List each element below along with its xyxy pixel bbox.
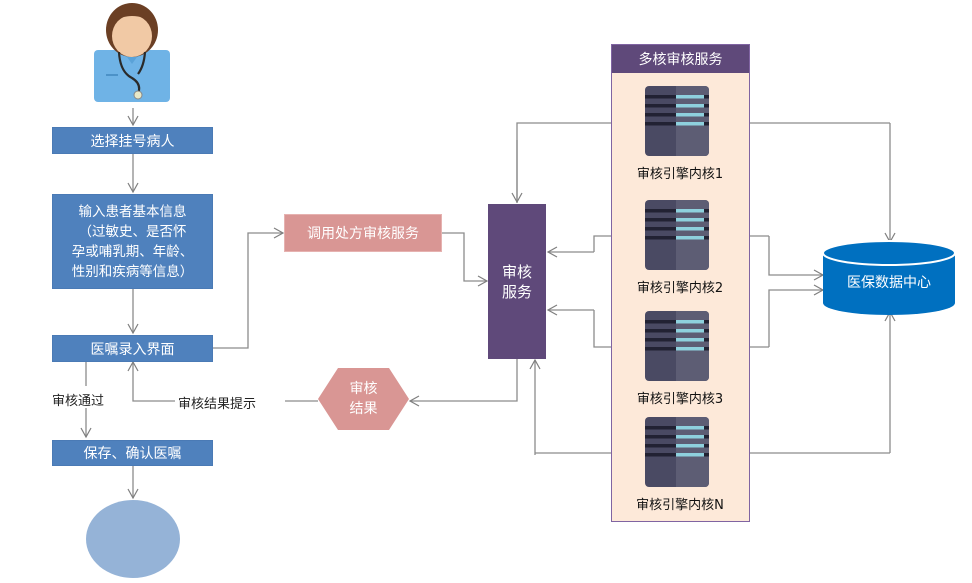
multicore-title: 多核审核服务 <box>612 45 749 73</box>
audit-service-line-2: 服务 <box>501 282 532 301</box>
server-icon <box>645 311 709 381</box>
audit-result-line-1: 审核 <box>349 381 378 397</box>
server-icon <box>645 417 709 487</box>
order-entry-label: 医嘱录入界面 <box>90 341 175 358</box>
data-center-label: 医保数据中心 <box>847 275 931 291</box>
call-audit-service-step[interactable]: 调用处方审核服务 <box>284 214 442 252</box>
doctor-icon <box>92 2 172 102</box>
audit-result-line-2: 结果 <box>349 401 378 417</box>
core-label: 审核引擎内核N <box>636 498 724 513</box>
core-label: 审核引擎内核3 <box>636 392 724 407</box>
connector-core2-datacenter <box>768 236 825 281</box>
connector-order-to-call <box>213 227 285 349</box>
connector-service-to-result <box>408 358 518 407</box>
connector-call-to-service <box>442 232 489 287</box>
select-patient-step[interactable]: 选择挂号病人 <box>52 127 213 154</box>
save-confirm-step[interactable]: 保存、确认医嘱 <box>52 440 213 466</box>
server-icon <box>645 86 709 156</box>
save-confirm-label: 保存、确认医嘱 <box>83 446 182 462</box>
select-patient-label: 选择挂号病人 <box>90 133 175 150</box>
input-info-line-3: 孕或哺乳期、年龄、 <box>71 243 194 260</box>
call-audit-service-label: 调用处方审核服务 <box>307 226 419 242</box>
audit-result-hexagon[interactable]: 审核 结果 <box>318 368 409 430</box>
audit-service-line-1: 审核 <box>501 262 532 281</box>
core-label: 审核引擎内核1 <box>636 167 724 182</box>
connector-hint-to-order <box>127 360 175 402</box>
end-node <box>86 500 180 578</box>
server-icon <box>645 200 709 270</box>
core-label: 审核引擎内核2 <box>636 281 724 296</box>
audit-service-node[interactable]: 审核 服务 <box>488 204 546 359</box>
order-entry-step[interactable]: 医嘱录入界面 <box>52 335 213 362</box>
audit-pass-label: 审核通过 <box>52 394 105 409</box>
input-info-line-2: （过敏史、是否怀 <box>78 223 187 240</box>
input-info-line-1: 输入患者基本信息 <box>78 203 187 220</box>
audit-result-hint-label: 审核结果提示 <box>178 397 257 412</box>
input-info-line-4: 性别和疾病等信息） <box>71 263 194 280</box>
connector-core3-datacenter <box>768 284 825 347</box>
data-center-database[interactable]: 医保数据中心 <box>822 240 956 316</box>
input-patient-info-step[interactable]: 输入患者基本信息 （过敏史、是否怀 孕或哺乳期、年龄、 性别和疾病等信息） <box>52 194 213 289</box>
